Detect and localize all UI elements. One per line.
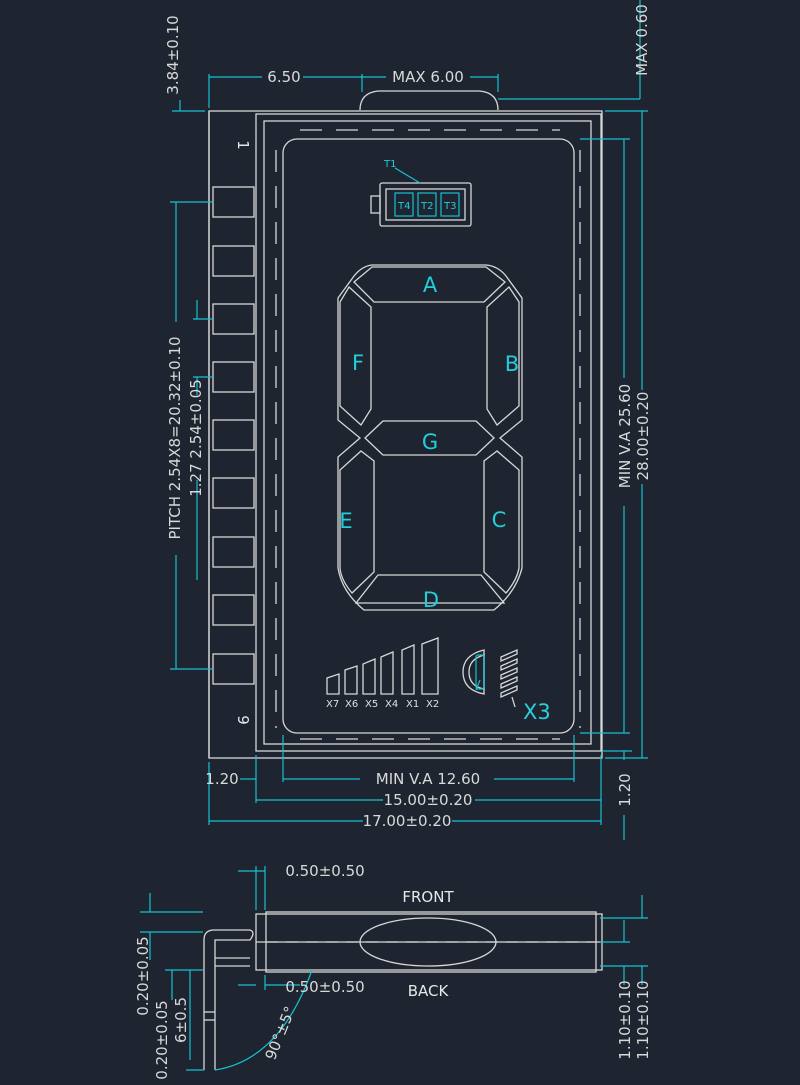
side-left-thickness-1: 0.20±0.05 [134, 936, 152, 1015]
dim-left-margin: 1.20 [205, 770, 238, 788]
dim-max-width: MAX 6.00 [392, 68, 464, 86]
segment-g [364, 420, 495, 456]
segment-b [486, 286, 520, 426]
side-bottom-gap: 0.50±0.50 [285, 978, 364, 996]
bar-label-1: X7 [326, 699, 339, 710]
dim-glass-width: 15.00±0.20 [384, 791, 473, 809]
dim-outline-width: 17.00±0.20 [363, 812, 452, 830]
battery-icon [370, 167, 472, 227]
dim-left-offset: 6.50 [267, 68, 300, 86]
segment-a-label: A [423, 273, 438, 297]
dim-view-area-height: MIN V.A 25.60 [616, 384, 634, 488]
battery-cell-1-label: T4 [397, 201, 410, 212]
dim-view-area-width: MIN V.A 12.60 [376, 770, 480, 788]
dim-thickness-top: 3.84±0.10 [164, 15, 182, 94]
segment-c [483, 450, 520, 594]
segment-b-label: B [505, 352, 519, 376]
side-right-dim-2: 1.10±0.10 [634, 980, 652, 1059]
side-left-thickness-2: 0.20±0.05 [153, 1000, 171, 1079]
bar-label-5: X1 [406, 699, 419, 710]
side-pin-length: 6±0.5 [172, 997, 190, 1043]
dim-max-height: MAX 0.60 [633, 4, 651, 76]
segment-f-label: F [352, 351, 364, 375]
battery-cell-3-label: T3 [443, 201, 456, 212]
segment-a [353, 266, 506, 303]
segment-d-label: D [423, 588, 439, 612]
outer-frame [208, 90, 603, 759]
bar-label-3: X5 [365, 699, 378, 710]
bar-label-6: X2 [426, 699, 439, 710]
dim-bottom-margin: 1.20 [616, 773, 634, 806]
side-bend-angle: 90°±5° [261, 1004, 299, 1063]
segment-d [354, 574, 506, 604]
bar-graph-icon [326, 637, 439, 695]
segment-f [339, 285, 372, 427]
side-view [140, 866, 648, 1071]
side-right-dim-1: 1.10±0.10 [616, 980, 634, 1059]
side-front-label: FRONT [402, 888, 454, 906]
dimension-lines [170, 0, 648, 840]
battery-t1-label: T1 [383, 159, 396, 170]
pin-row [212, 186, 255, 685]
segment-g-label: G [422, 430, 438, 454]
lamp-label: X3 [523, 700, 551, 724]
bar-label-4: X4 [385, 699, 398, 710]
headlamp-icon [462, 649, 518, 708]
segment-c-label: C [492, 508, 507, 532]
dim-outline-height: 28.00±0.20 [634, 392, 652, 481]
battery-cell-2-label: T2 [420, 201, 433, 212]
dim-pin-offset: 1.27 2.54±0.05 [187, 379, 205, 497]
side-back-label: BACK [408, 982, 450, 1000]
pin-9-label: 9 [234, 715, 252, 725]
segment-e-label: E [339, 509, 352, 533]
seven-segment-digit [337, 264, 523, 611]
side-top-gap: 0.50±0.50 [285, 862, 364, 880]
bar-label-2: X6 [345, 699, 358, 710]
pin-1-label: 1 [234, 140, 252, 150]
dim-pitch: PITCH 2.54X8=20.32±0.10 [166, 337, 184, 540]
segment-e [339, 450, 375, 594]
